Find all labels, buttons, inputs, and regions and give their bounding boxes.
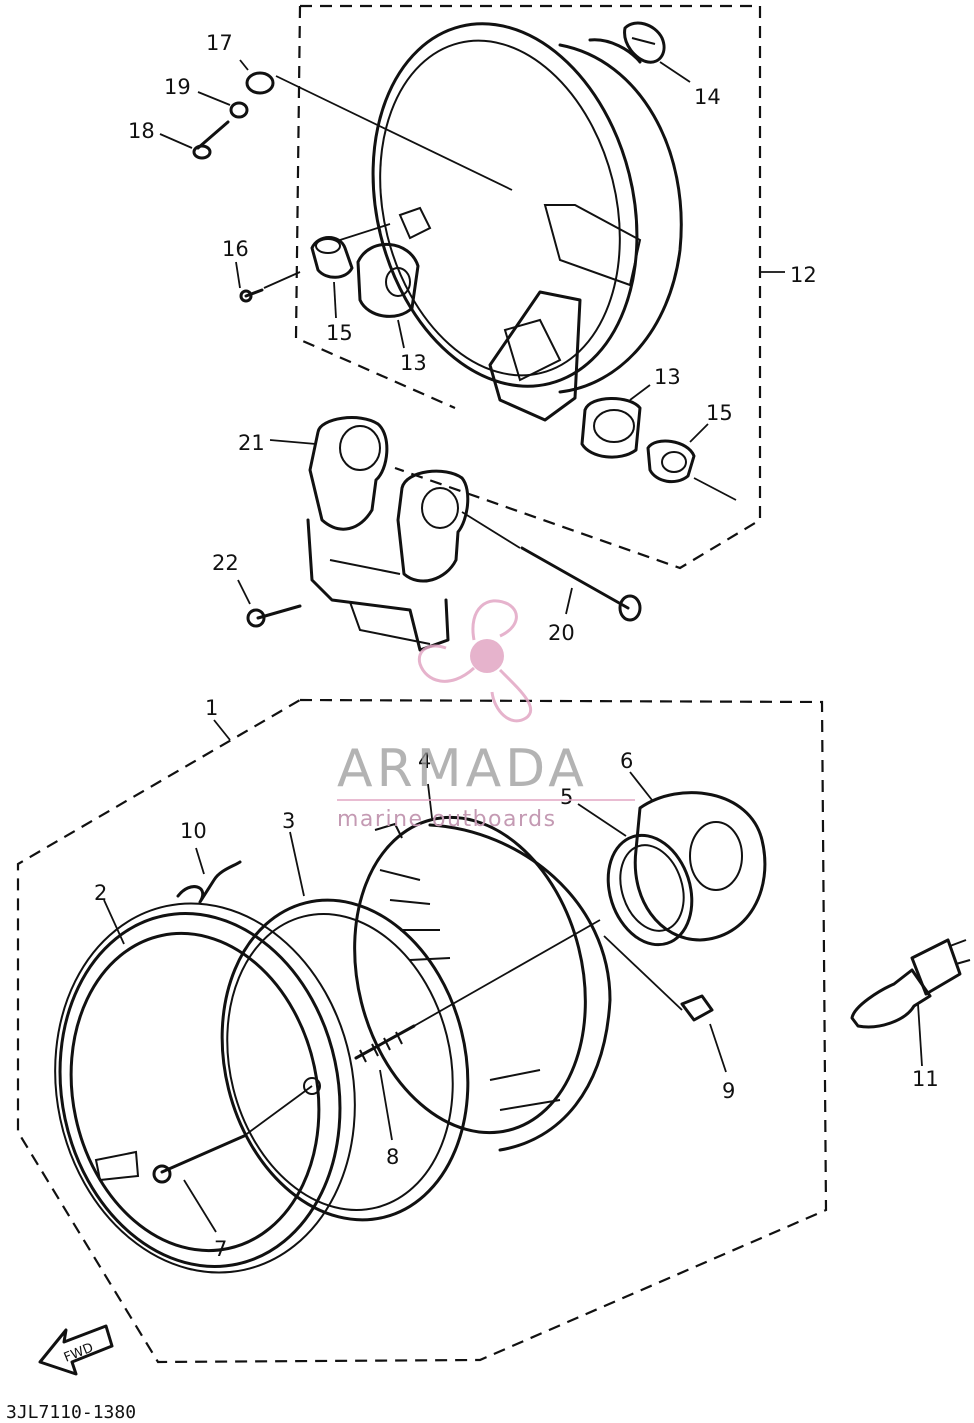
callout-label: 6 — [620, 749, 633, 773]
callout-label: 14 — [694, 85, 721, 109]
watermark-tagline: marine outboards — [337, 807, 557, 832]
bolt-18 — [159, 120, 230, 160]
ring-3 — [220, 831, 470, 1222]
collar-15-right — [646, 423, 737, 501]
callout-label: 8 — [386, 1145, 399, 1169]
headlight-unit-boundary — [16, 698, 828, 1364]
callout-label: 11 — [912, 1067, 939, 1091]
callout-label: 10 — [180, 819, 207, 843]
bulb-11 — [850, 938, 971, 1067]
socket-cover-6 — [629, 771, 767, 942]
callout-label: 21 — [238, 431, 265, 455]
headlight-housing — [371, 22, 683, 422]
fwd-label: FWD — [62, 1340, 96, 1365]
stay-21 — [269, 416, 470, 652]
callout-label: 16 — [222, 237, 249, 261]
callout-label: 19 — [164, 75, 191, 99]
drawing-code: 3JL7110-1380 — [6, 1402, 136, 1423]
callout-label: 15 — [326, 321, 353, 345]
callout-label: 20 — [548, 621, 575, 645]
callout-label: 13 — [400, 351, 427, 375]
propeller-logo-icon — [417, 599, 533, 723]
lens-unit-4 — [353, 783, 612, 1152]
grommet-13-left — [356, 243, 420, 349]
rim-2 — [54, 899, 356, 1274]
callout-label: 15 — [706, 401, 733, 425]
fwd-arrow-icon — [38, 1324, 114, 1376]
callout-label: 2 — [94, 881, 107, 905]
collar-15-left — [310, 236, 354, 319]
callout-label: 9 — [722, 1079, 735, 1103]
callout-label: 7 — [214, 1237, 227, 1261]
callout-label: 1 — [205, 696, 218, 720]
screw-22 — [237, 579, 302, 628]
screw-7 — [152, 1085, 313, 1233]
callout-label: 12 — [790, 263, 817, 287]
callout-label: 3 — [282, 809, 295, 833]
watermark-brand: ARMADA — [337, 739, 588, 799]
nut-9 — [603, 935, 727, 1073]
callout-label: 17 — [206, 31, 233, 55]
housing-group-boundary — [294, 4, 785, 570]
spring-8 — [354, 919, 601, 1141]
callout-label: 13 — [654, 365, 681, 389]
callout-label: 18 — [128, 119, 155, 143]
nut-19 — [197, 91, 249, 119]
callout-label: 22 — [212, 551, 239, 575]
washer-17 — [239, 59, 513, 191]
socket-5 — [577, 803, 694, 947]
callout-label: 4 — [418, 749, 431, 773]
bolt-20 — [461, 511, 642, 622]
screw-16 — [235, 223, 391, 303]
clip-14 — [623, 21, 691, 83]
wire-clip-10 — [176, 847, 242, 904]
callout-label: 5 — [560, 785, 573, 809]
grommet-13-right — [580, 384, 651, 459]
